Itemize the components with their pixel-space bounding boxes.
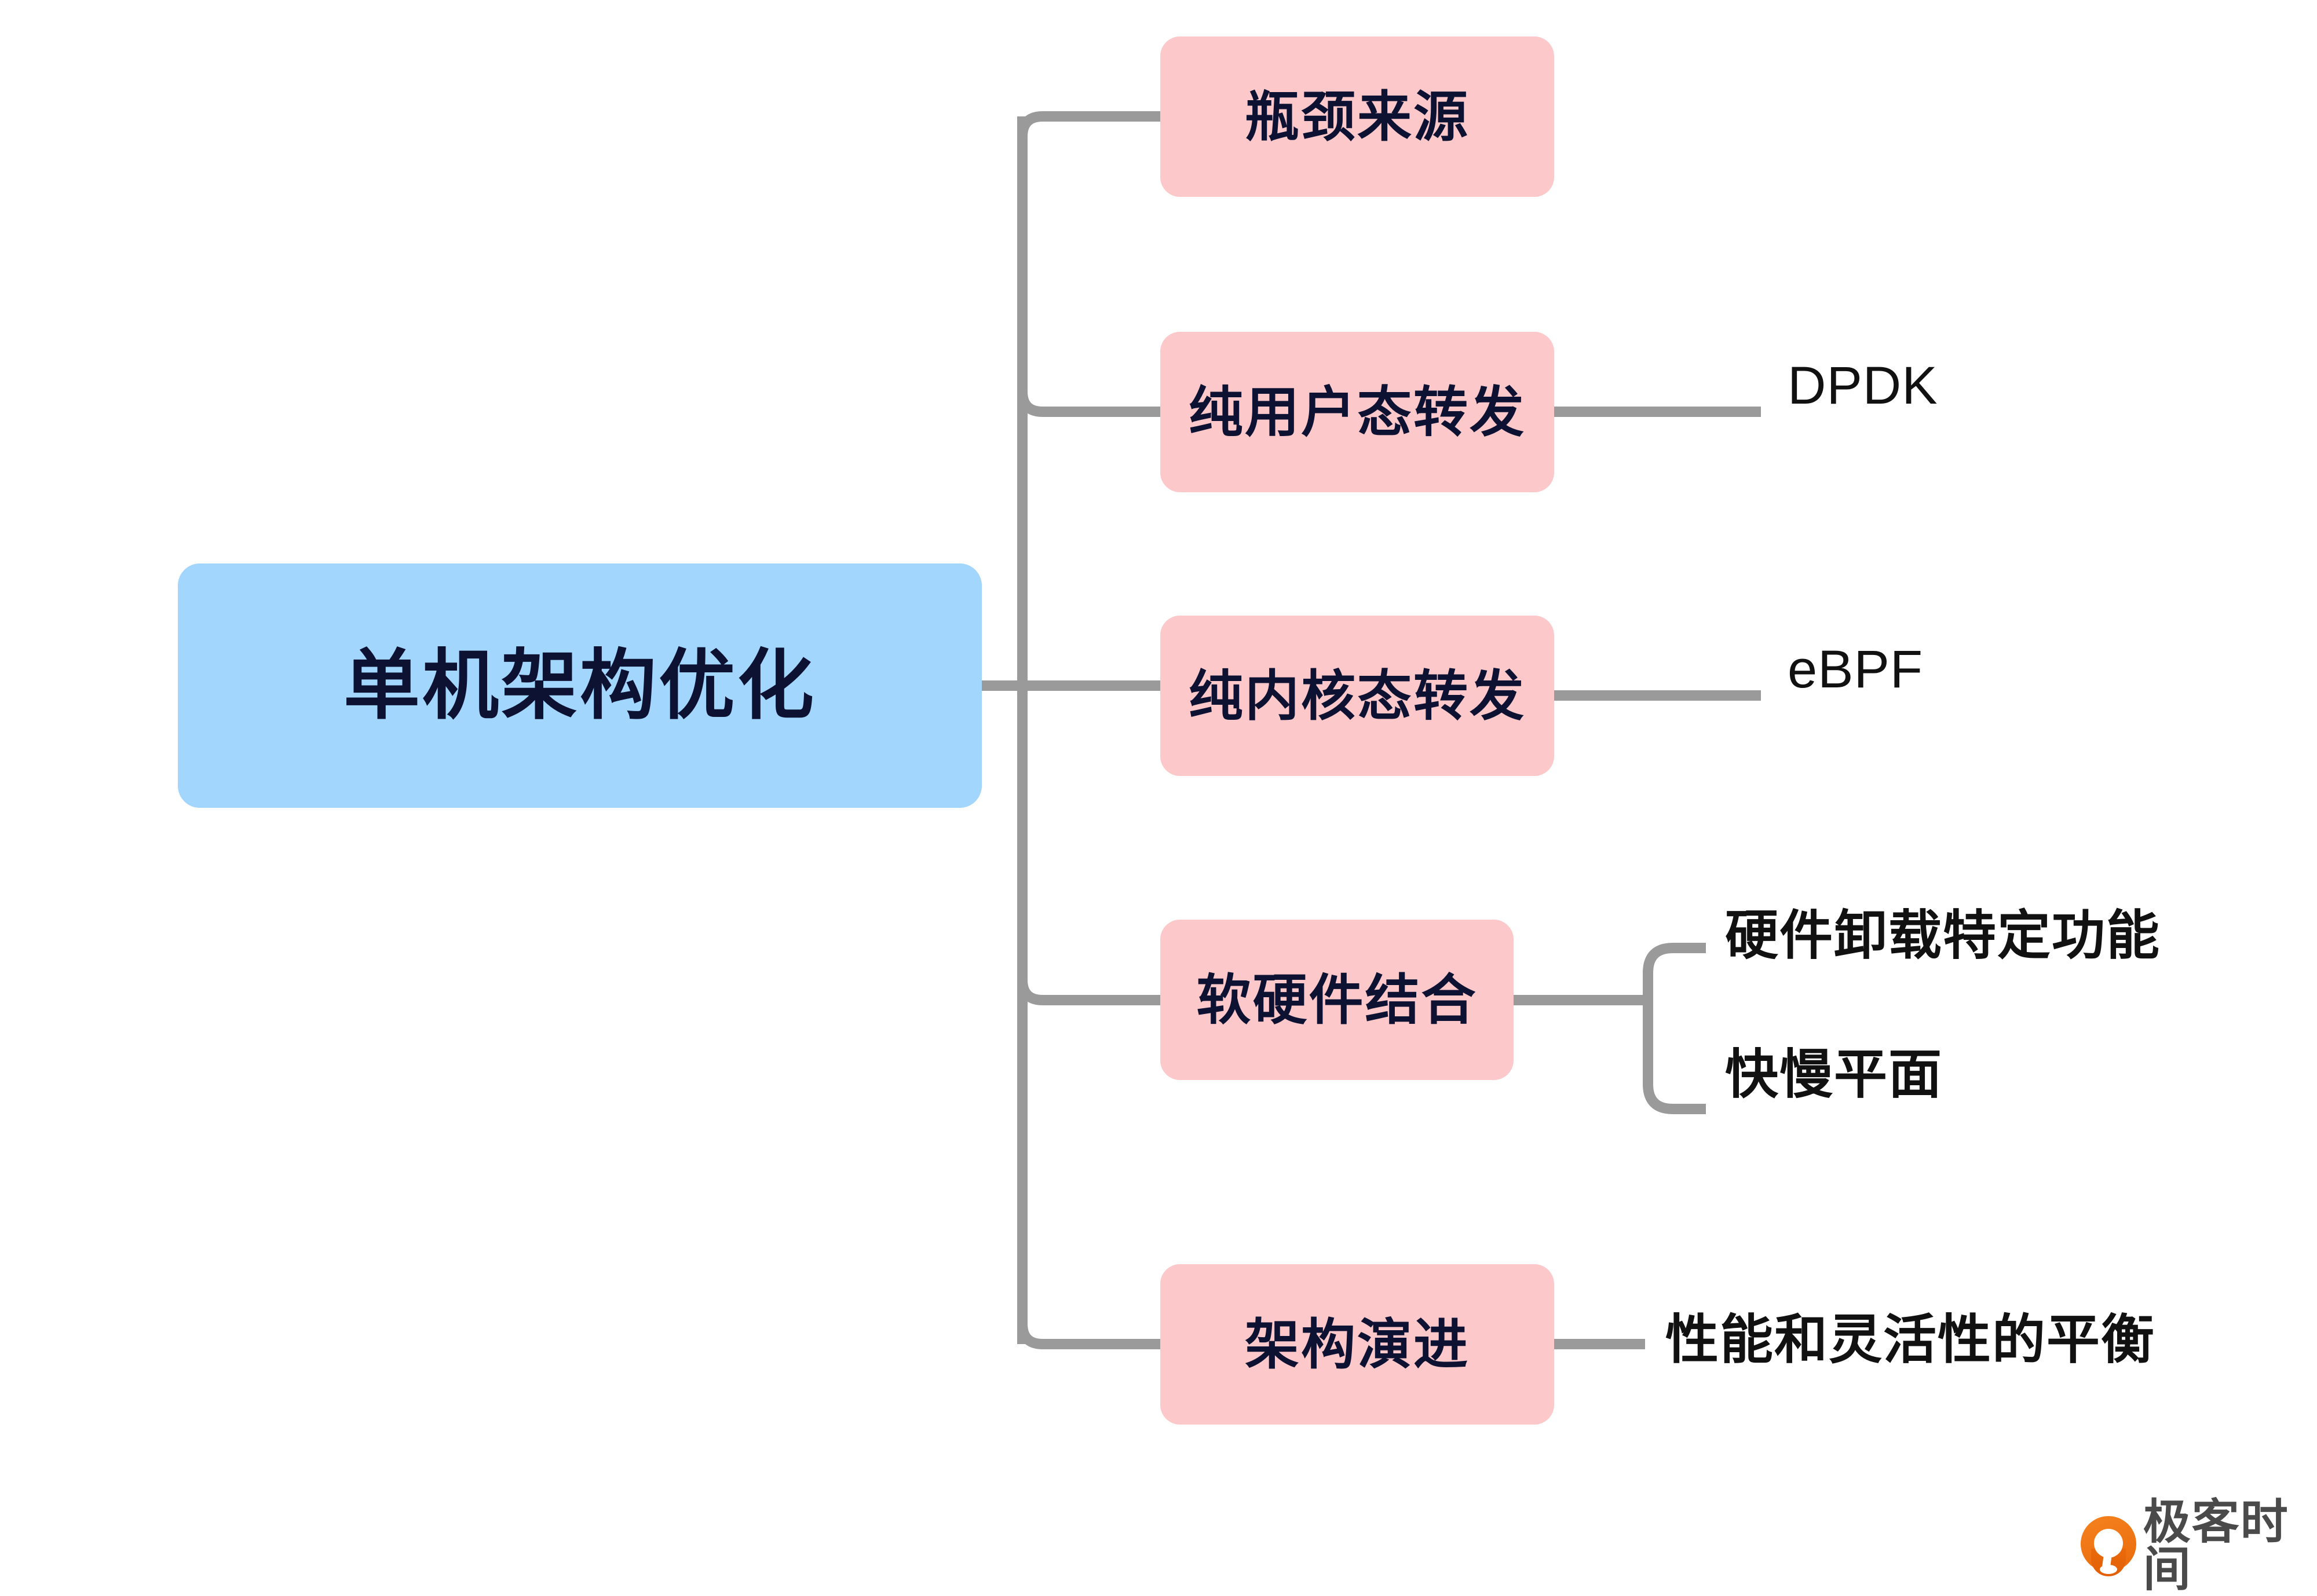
connector-branch-2 [1017,391,1160,417]
connector-branch-1 [1017,111,1160,137]
geektime-logo-icon [2081,1516,2136,1576]
leaf-label-fast-slow-plane[interactable]: 快慢平面 [1725,1045,1943,1104]
branch-node-software-hardware-combination[interactable]: 软硬件结合 [1160,920,1514,1080]
connector-branch-5 [1017,1323,1160,1349]
leaf-label-ebpf[interactable]: eBPF [1788,640,1924,699]
connector-leaf-fast-slow-plane [1643,1083,1706,1114]
leaf-label-dpdk[interactable]: DPDK [1788,356,1938,415]
connector-leaf-hardware-offload [1643,943,1706,973]
watermark-logo: 极客时间 [2081,1499,2317,1594]
watermark-brand-text: 极客时间 [2143,1496,2289,1596]
branch-node-user-space-forwarding[interactable]: 纯用户态转发 [1160,332,1554,492]
branch-node-bottleneck-source[interactable]: 瓶颈来源 [1160,36,1554,197]
leaf-label-hardware-offload[interactable]: 硬件卸载特定功能 [1725,906,2161,965]
leaf-label-performance-flexibility-balance[interactable]: 性能和灵活性的平衡 [1665,1311,2156,1370]
branch-node-kernel-space-forwarding[interactable]: 纯内核态转发 [1160,616,1554,776]
root-node[interactable]: 单机架构优化 [178,563,982,808]
connector-branch-4 [1017,979,1160,1005]
branch-node-architecture-evolution[interactable]: 架构演进 [1160,1264,1554,1425]
